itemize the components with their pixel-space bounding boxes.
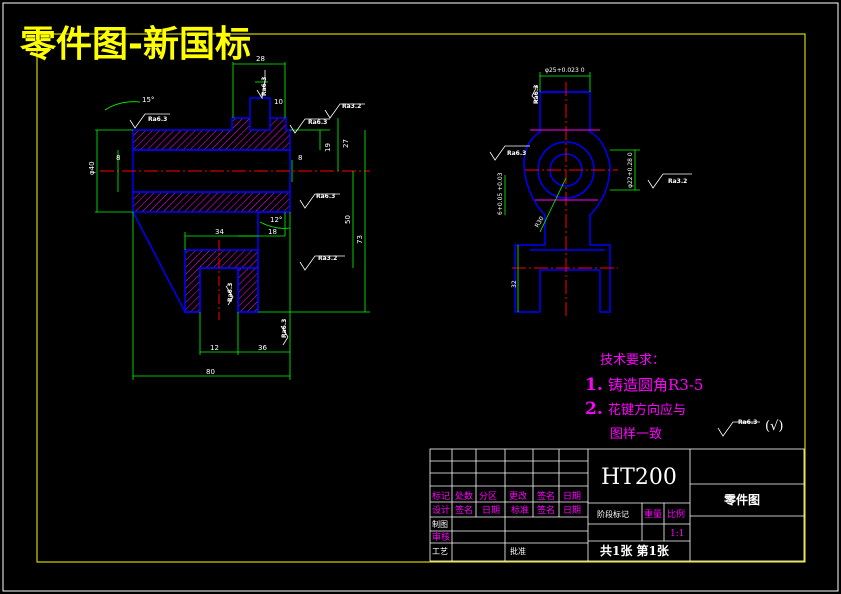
front-roughness-2: Ra3.2 bbox=[342, 103, 361, 110]
tb-row2-2: 日期 bbox=[482, 505, 500, 516]
dim-10: 10 bbox=[274, 98, 283, 106]
drawing-frame bbox=[36, 33, 806, 563]
dim-80: 80 bbox=[206, 368, 215, 376]
rest-roughness: Ra6.3 bbox=[738, 419, 757, 426]
tb-stage-mark: 阶段标记 bbox=[597, 509, 629, 519]
dim-27: 27 bbox=[342, 139, 350, 148]
side-dim-phi20: φ22+0.28 0 bbox=[627, 152, 634, 188]
req-item2-cont: 图样一致 bbox=[610, 427, 662, 442]
side-view: φ25+0.023 0 φ22+0.28 0 6+0.05 +0.03 R30 … bbox=[489, 67, 692, 318]
dim-50: 50 bbox=[344, 215, 352, 224]
tb-row2-3: 标准 bbox=[511, 504, 529, 516]
part-name: 零件图 bbox=[723, 492, 760, 507]
side-dim-32: 32 bbox=[511, 280, 518, 288]
front-roughness-4: Ra6.3 bbox=[316, 193, 335, 200]
boss-section bbox=[184, 249, 259, 313]
dim-8b: 8 bbox=[298, 154, 302, 162]
dim-28: 28 bbox=[256, 55, 265, 63]
req-heading: 技术要求： bbox=[600, 353, 665, 368]
hub-bottom-section bbox=[132, 191, 291, 213]
dim-18: 18 bbox=[268, 228, 277, 236]
tb-drafting: 制图 bbox=[432, 519, 448, 529]
dim-12: 12 bbox=[210, 344, 219, 352]
side-roughness-1: Ra6.3 bbox=[507, 150, 526, 157]
dim-73: 73 bbox=[356, 235, 364, 244]
tb-label-0: 标记 bbox=[432, 490, 450, 502]
dim-12deg: 12° bbox=[270, 216, 282, 224]
tb-label-4: 签名 bbox=[537, 490, 555, 502]
tb-row2-1: 签名 bbox=[455, 504, 473, 516]
req-item1-num: 1. bbox=[585, 375, 603, 395]
front-roughness-8: Ra6.3 bbox=[227, 283, 234, 302]
tb-label-2: 分区 bbox=[479, 491, 497, 502]
dim-8a: 8 bbox=[116, 154, 120, 162]
tb-label-3: 更改 bbox=[509, 490, 527, 502]
tb-approve: 批准 bbox=[510, 546, 526, 556]
dim-36: 36 bbox=[258, 344, 267, 352]
tb-scale: 比例 bbox=[667, 508, 685, 520]
tb-weight: 重量 bbox=[644, 508, 662, 520]
front-roughness-7: Ra6.3 bbox=[281, 319, 288, 338]
front-roughness-5: Ra3.2 bbox=[318, 255, 337, 262]
front-roughness-6: Ra6.3 bbox=[261, 77, 268, 96]
tb-row2-0: 设计 bbox=[432, 504, 450, 516]
tech-requirements: 技术要求： 1. 铸造圆角R3-5 2. 花键方向应与 图样一致 Ra6.3 (… bbox=[585, 353, 783, 442]
tb-scale-value: 1:1 bbox=[670, 529, 684, 539]
side-dim-top: φ25+0.023 0 bbox=[545, 67, 585, 74]
keyway-slot bbox=[249, 97, 271, 118]
dim-19: 19 bbox=[324, 143, 332, 152]
title-block bbox=[429, 448, 805, 562]
material: HT200 bbox=[601, 465, 677, 490]
side-roughness-3: Ra3.2 bbox=[668, 178, 687, 185]
front-roughness-3: Ra6.3 bbox=[308, 119, 327, 126]
dim-15deg: 15° bbox=[142, 96, 154, 104]
tb-process: 工艺 bbox=[432, 547, 448, 556]
dim-34: 34 bbox=[215, 228, 224, 236]
rest-check: (√) bbox=[765, 419, 783, 434]
tb-label-1: 处数 bbox=[455, 490, 473, 502]
boss-right bbox=[237, 267, 259, 313]
side-roughness-2: Ra6.3 bbox=[533, 85, 540, 104]
tb-review: 审核 bbox=[432, 531, 450, 543]
side-dim-r30: R30 bbox=[534, 215, 546, 229]
dim-phi40: φ40 bbox=[88, 161, 96, 175]
req-item2-num: 2. bbox=[585, 399, 603, 419]
tb-row2-4: 签名 bbox=[537, 504, 555, 516]
req-item1-text: 铸造圆角R3-5 bbox=[608, 376, 703, 394]
front-roughness-1: Ra6.3 bbox=[148, 116, 167, 123]
side-dim-6: 6+0.05 +0.03 bbox=[497, 172, 504, 215]
drawing-title: 零件图-新国标 bbox=[20, 24, 251, 65]
tb-sheets: 共1张 第1张 bbox=[600, 543, 670, 558]
front-view: 28 10 15° φ40 8 8 19 27 50 73 34 18 12° … bbox=[88, 55, 370, 380]
tb-label-5: 日期 bbox=[563, 491, 581, 502]
req-item2-text: 花键方向应与 bbox=[608, 402, 686, 418]
tb-row2-5: 日期 bbox=[563, 505, 581, 516]
